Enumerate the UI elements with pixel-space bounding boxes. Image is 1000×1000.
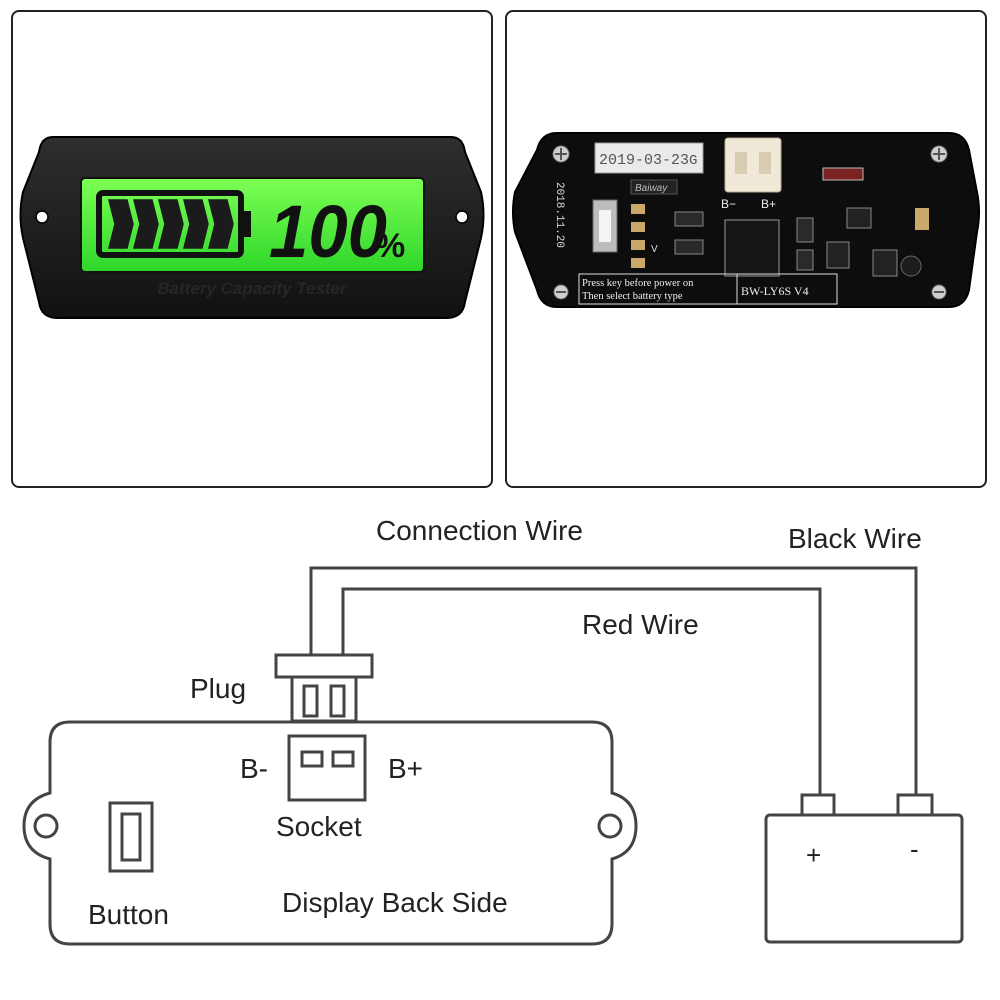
mount-hole-left [33, 813, 59, 839]
board-model: BW-LY6S V4 [741, 284, 809, 298]
red-wire-label: Red Wire [582, 609, 699, 640]
display-back-outline [22, 720, 638, 946]
battery-terminal-negative [896, 793, 934, 817]
board-date: 2018.11.20 [553, 182, 565, 248]
button-label: Button [88, 899, 169, 930]
black-wire [309, 566, 918, 795]
mount-hole-right [455, 210, 469, 224]
battery-level-segment [208, 199, 234, 249]
pcb-socket-pos-label: B+ [761, 197, 776, 211]
date-sticker [594, 142, 704, 174]
battery-terminal-positive [800, 793, 836, 817]
black-wire-label: Black Wire [788, 523, 922, 554]
b-minus-label: B- [240, 753, 268, 784]
brand-label: Baiway [635, 183, 668, 194]
solder-pads [631, 204, 645, 268]
instruction-line-1: Press key before power on [582, 278, 694, 289]
front-display-illustration: 100 % Battery Capacity Tester [19, 136, 485, 319]
device-caption: Battery Capacity Tester [157, 279, 348, 298]
pcb-socket-neg-label: B− [721, 197, 736, 211]
date-sticker-text: 2019-03-23 [599, 152, 689, 169]
capacity-percent-value: 100 [269, 190, 387, 273]
socket-label: Socket [276, 811, 362, 842]
mount-hole-right [597, 813, 623, 839]
battery-level-segment [108, 199, 134, 249]
battery-level-segment [133, 199, 159, 249]
display-back-side-label: Display Back Side [282, 887, 508, 918]
jst-socket-icon [724, 137, 782, 193]
button-outer [108, 801, 154, 873]
plug-label: Plug [190, 673, 246, 704]
red-wire [341, 587, 822, 795]
connection-wire-label: Connection Wire [376, 515, 583, 546]
instruction-line-2: Then select battery type [582, 291, 683, 302]
socket-body [287, 734, 367, 802]
front-display-panel: 100 % Battery Capacity Tester [11, 10, 493, 488]
capacity-percent-sign: % [375, 227, 405, 265]
tact-switch-icon [592, 199, 618, 253]
mount-hole-left [35, 210, 49, 224]
battery-body [764, 813, 964, 944]
battery-level-segment [158, 199, 184, 249]
sticker-code: G [689, 153, 697, 169]
plug-body [290, 675, 358, 723]
plug-cap [274, 653, 374, 679]
smd-components [674, 167, 929, 277]
battery-level-icon [96, 190, 251, 258]
pcb-back-panel: 2019-03-23 G 2018.11.20 Baiway B− B+ V [505, 10, 987, 488]
pcb-v-label: V [651, 244, 658, 255]
battery-minus-label: - [910, 834, 919, 864]
pcb-illustration: 2019-03-23 G 2018.11.20 Baiway B− B+ V [512, 132, 980, 308]
screw-icon [552, 145, 948, 300]
b-plus-label: B+ [388, 753, 423, 784]
battery-plus-label: + [806, 840, 821, 870]
battery-level-segment [183, 199, 209, 249]
